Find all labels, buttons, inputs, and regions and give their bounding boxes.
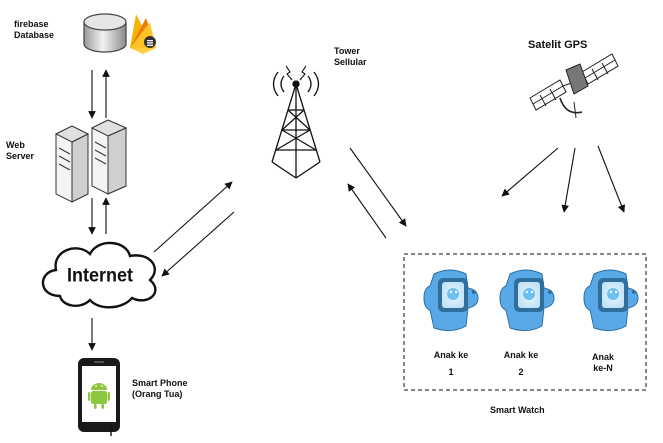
watch-1-label-line1: Anak ke — [433, 350, 469, 360]
arrow-satellite-to-watch-2 — [561, 147, 576, 213]
smartwatch-icon — [423, 269, 479, 332]
smart-phone-label-line2: (Orang Tua) — [132, 389, 183, 399]
firebase-label-line2: Database — [14, 30, 55, 40]
arrow-satellite-to-watch-1 — [501, 147, 559, 197]
watch-3-label: Anak ke-N — [578, 352, 628, 374]
web-server-label: Web Server — [6, 140, 34, 162]
firebase-label: firebase Database — [14, 19, 54, 41]
internet-label: Internet — [67, 265, 134, 287]
watch-2-label-line2: 2 — [518, 367, 524, 377]
tower-label-line2: Sellular — [334, 57, 367, 67]
smart-watch-group-box — [403, 253, 647, 391]
watch-1-label-line2: 1 — [448, 367, 454, 377]
satellite-icon — [529, 53, 619, 119]
database-icon — [83, 13, 127, 53]
watch-2-label-line1: Anak ke — [503, 350, 539, 360]
arrow-internet-to-tower — [153, 181, 233, 253]
web-server-label-line1: Web — [6, 140, 25, 150]
arrow-watch-to-tower — [347, 183, 387, 239]
android-icon — [88, 383, 110, 409]
watch-2-label: Anak ke 2 — [496, 350, 546, 378]
smart-watch-caption: Smart Watch — [490, 405, 545, 415]
tower-label-line1: Tower — [334, 46, 360, 56]
smartwatch-icon — [583, 269, 639, 332]
smartphone-icon — [78, 358, 120, 436]
tower-label: Tower Sellular — [334, 46, 367, 68]
smart-phone-label-line1: Smart Phone — [132, 378, 188, 388]
web-server-label-line2: Server — [6, 151, 35, 161]
arrow-satellite-to-watch-3 — [597, 145, 626, 213]
watch-3-label-line1: Anak — [591, 352, 614, 362]
smart-phone-label: Smart Phone (Orang Tua) — [132, 378, 188, 400]
tower-icon — [271, 65, 321, 179]
arrow-tower-to-internet — [161, 211, 235, 277]
arrow-tower-to-watch — [349, 147, 407, 227]
firebase-icon — [130, 14, 156, 54]
firebase-label-line1: firebase — [14, 19, 49, 29]
watch-1-label: Anak ke 1 — [426, 350, 476, 378]
server-icon — [54, 119, 128, 203]
watch-3-label-line2: ke-N — [593, 363, 613, 373]
smartwatch-icon — [499, 269, 555, 332]
satellite-label: Satelit GPS — [528, 39, 588, 51]
cloud-icon — [41, 241, 157, 309]
